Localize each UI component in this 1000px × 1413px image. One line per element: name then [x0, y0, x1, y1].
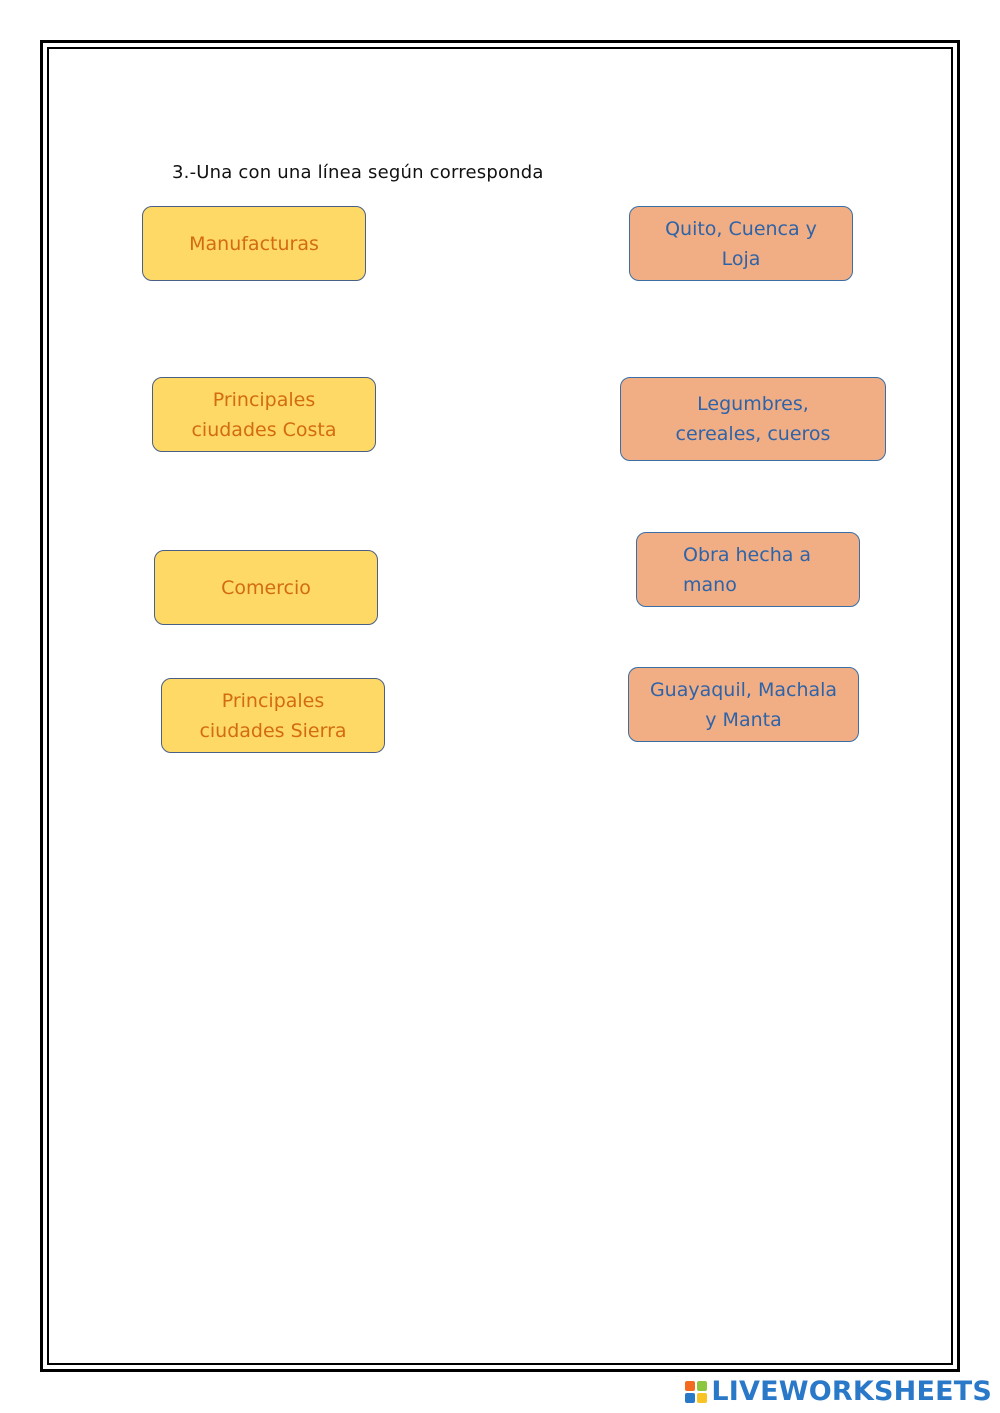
logo-square-1 [685, 1380, 696, 1391]
left-item-manufacturas[interactable]: Manufacturas [142, 206, 366, 281]
right-item-label: Guayaquil, Machala y Manta [649, 678, 838, 731]
right-item-label: Quito, Cuenca y Loja [665, 217, 817, 270]
right-item-legumbres[interactable]: Legumbres, cereales, cueros [620, 377, 886, 461]
logo-square-4 [697, 1392, 708, 1403]
instruction-text: 3.-Una con una línea según corresponda [172, 162, 544, 183]
worksheet-frame [40, 40, 960, 1372]
left-item-label: Manufacturas [189, 232, 319, 255]
liveworksheets-logo: LIVEWORKSHEETS [685, 1376, 992, 1407]
logo-square-3 [685, 1392, 696, 1403]
left-item-label: Principales ciudades Costa [191, 388, 337, 441]
right-item-label: Legumbres, cereales, cueros [675, 393, 831, 445]
logo-square-2 [697, 1380, 708, 1391]
right-item-label: Obra hecha a mano [683, 543, 812, 596]
left-item-ciudades-costa[interactable]: Principales ciudades Costa [152, 377, 376, 452]
left-item-comercio[interactable]: Comercio [154, 550, 378, 625]
left-item-label: Principales ciudades Sierra [199, 689, 347, 742]
logo-icon [685, 1380, 708, 1403]
right-item-guayaquil-machala-manta[interactable]: Guayaquil, Machala y Manta [628, 667, 859, 742]
left-item-ciudades-sierra[interactable]: Principales ciudades Sierra [161, 678, 385, 753]
worksheet-frame-inner [47, 47, 953, 1365]
left-item-label: Comercio [221, 576, 311, 599]
right-item-obra-hecha-a-mano[interactable]: Obra hecha a mano [636, 532, 860, 607]
right-item-quito-cuenca-loja[interactable]: Quito, Cuenca y Loja [629, 206, 853, 281]
logo-text: LIVEWORKSHEETS [711, 1376, 992, 1407]
